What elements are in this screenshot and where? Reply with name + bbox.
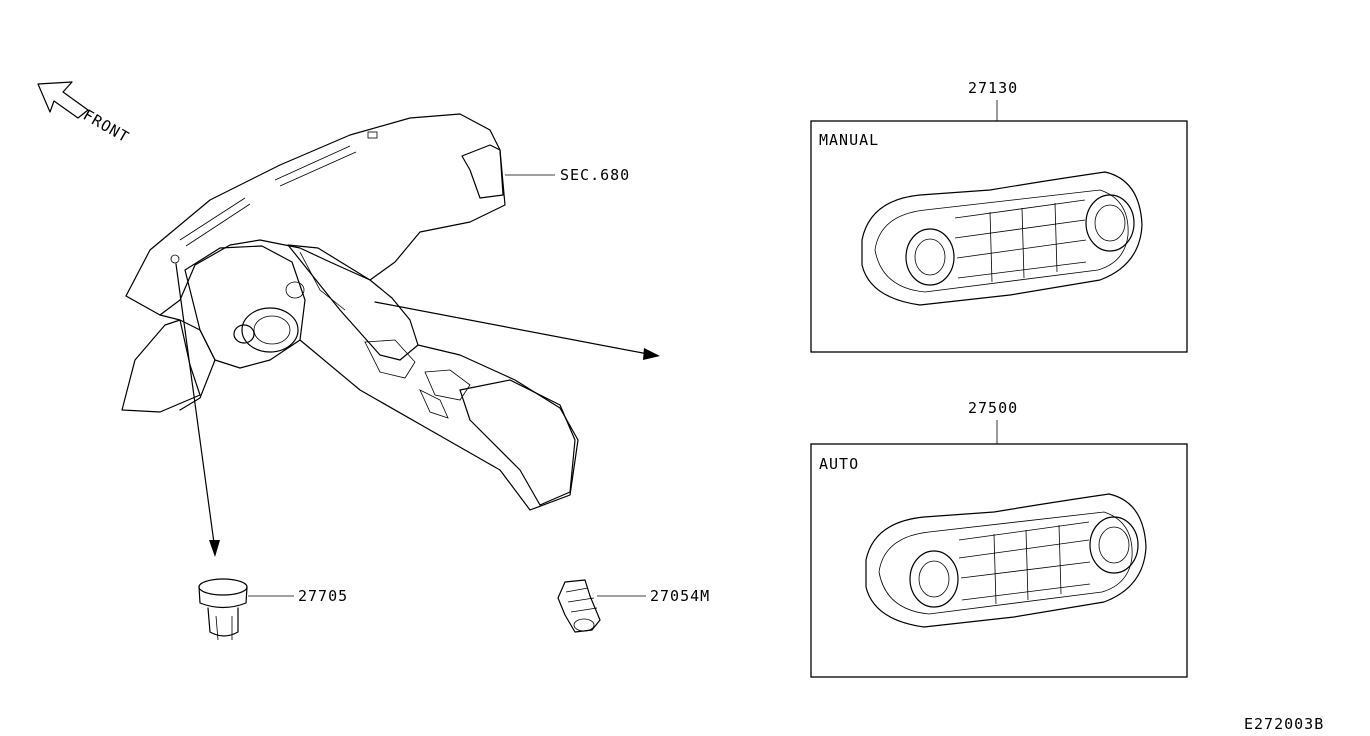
outlet-part-27705 [198, 578, 248, 641]
manual-box-title: MANUAL [819, 131, 879, 149]
instrument-panel-illustration [121, 113, 579, 511]
manual-controller-box [810, 120, 1188, 353]
connector-arrow-right [374, 301, 660, 360]
auto-box-title: AUTO [819, 455, 859, 473]
sensor-part-27054m [557, 579, 601, 633]
outlet-part-label: 27705 [298, 587, 348, 605]
connector-arrow-down [170, 254, 220, 557]
manual-ac-control-panel [861, 171, 1143, 306]
auto-controller-box [810, 443, 1188, 678]
front-label: FRONT [80, 106, 132, 147]
sec-ref-label: SEC.680 [560, 166, 630, 184]
front-arrow: FRONT [37, 81, 132, 147]
auto-ac-control-panel [865, 493, 1147, 628]
sensor-part-label: 27054M [650, 587, 710, 605]
auto-part-label: 27500 [968, 399, 1018, 417]
manual-part-label: 27130 [968, 79, 1018, 97]
diagram-id-label: E272003B [1244, 715, 1324, 733]
